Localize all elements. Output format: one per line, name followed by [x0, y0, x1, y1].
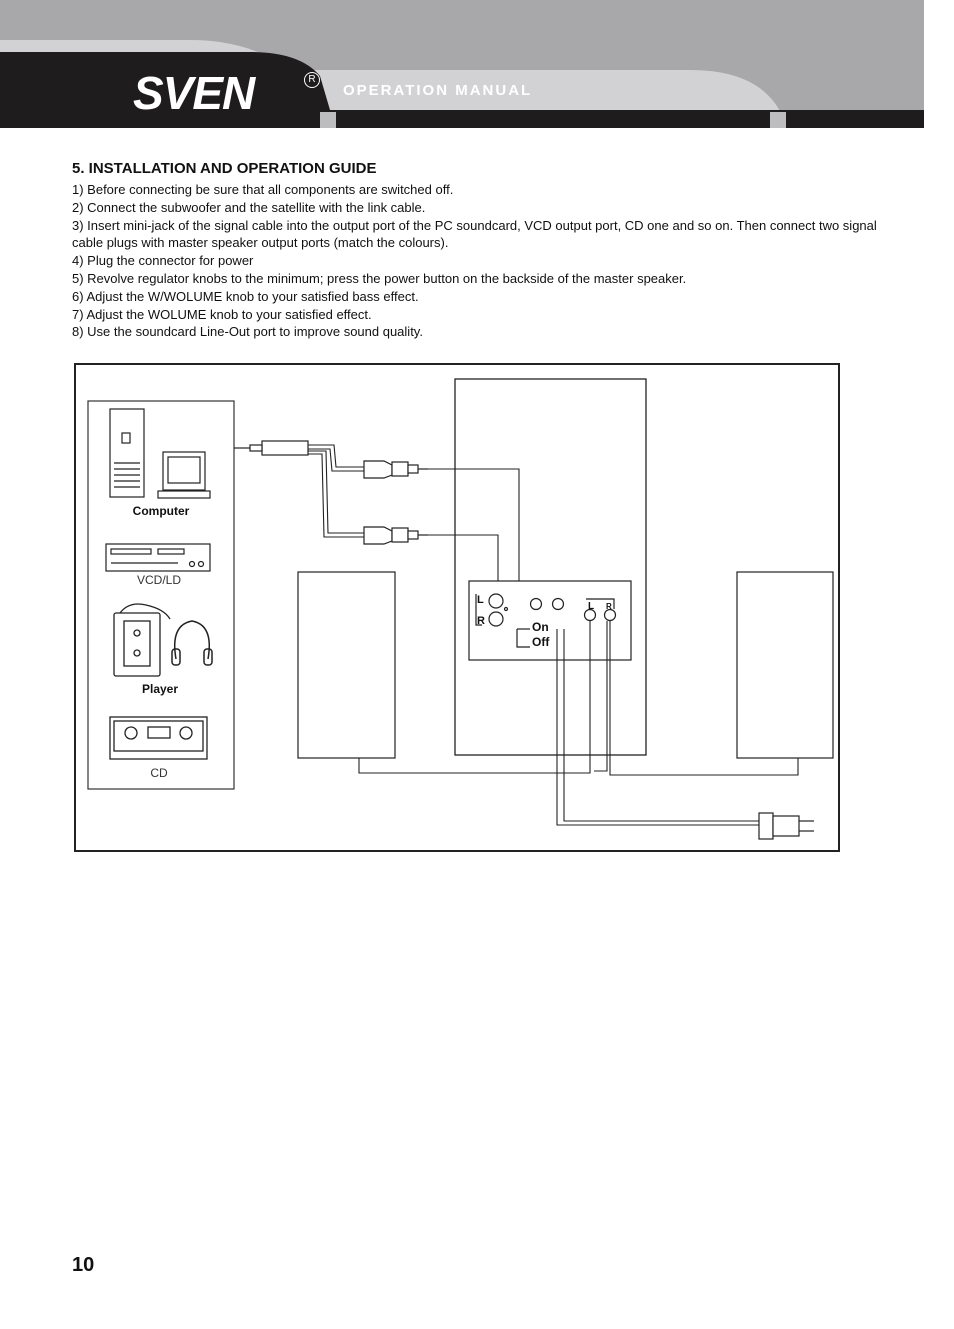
- header-banner: [0, 0, 924, 128]
- step-item: 1) Before connecting be sure that all co…: [72, 182, 454, 197]
- header-tab-notch-right: [770, 112, 786, 128]
- mini-jack-plug: [234, 440, 309, 456]
- left-satellite: [297, 571, 396, 759]
- step-item: 6) Adjust the W/WOLUME knob to your sati…: [72, 288, 419, 304]
- power-switch: [516, 628, 530, 648]
- step-item: 2) Connect the subwoofer and the satelli…: [72, 199, 426, 215]
- power-plug-icon: [758, 812, 814, 840]
- subwoofer-cabinet: [454, 378, 647, 756]
- step-item: 4) Plug the connector for power: [72, 253, 254, 269]
- step-item: 8) Use the soundcard Line-Out port to im…: [72, 324, 423, 340]
- installation-section: 5. INSTALLATION AND OPERATION GUIDE 1) B…: [72, 160, 892, 341]
- cassette-player-icon: [113, 603, 171, 677]
- rca-plug-bottom: [363, 526, 428, 545]
- section-title: 5. INSTALLATION AND OPERATION GUIDE: [72, 160, 377, 177]
- page-number: 10: [72, 1254, 95, 1276]
- computer-label: Computer: [133, 504, 190, 518]
- right-satellite: [736, 571, 834, 759]
- brand-logo: SVEN: [133, 67, 255, 119]
- output-jacks: [583, 598, 617, 622]
- input-right-label: R: [477, 615, 485, 627]
- computer-icon: [109, 408, 211, 499]
- output-right-label: R: [606, 602, 612, 611]
- volume-knobs: [529, 597, 565, 611]
- registered-mark: R: [304, 72, 320, 88]
- rca-to-input-wires: [428, 468, 520, 599]
- header-title: OPERATION MANUAL: [343, 82, 533, 99]
- page-header: SVEN R OPERATION MANUAL: [0, 0, 954, 135]
- step-item: 7) Adjust the WOLUME knob to your satisf…: [72, 306, 372, 322]
- sources-panel: [87, 400, 235, 790]
- switch-off-label: Off: [532, 635, 550, 649]
- header-tab-notch: [320, 112, 336, 128]
- connection-diagram: Computer VCD/LD Player CD: [74, 363, 840, 852]
- cd-player-icon: [109, 716, 208, 760]
- diagram-frame: [74, 363, 840, 852]
- signal-cable: [308, 444, 364, 538]
- headphones-icon: [171, 620, 213, 666]
- output-left-label: L: [588, 601, 594, 612]
- input-left-label: L: [477, 594, 484, 606]
- power-cord: [556, 629, 759, 826]
- cd-label: CD: [150, 766, 168, 780]
- vcd-player-icon: [105, 543, 211, 572]
- header-dark-band: [0, 52, 924, 128]
- step-item: 3) Insert mini-jack of the signal cable …: [72, 217, 877, 251]
- switch-on-label: On: [532, 620, 549, 634]
- rca-plug-top: [363, 460, 428, 479]
- step-item: 5) Revolve regulator knobs to the minimu…: [72, 270, 687, 286]
- vcd-label: VCD/LD: [137, 573, 181, 587]
- input-jacks: [475, 593, 509, 627]
- steps-list: 1) Before connecting be sure that all co…: [72, 181, 892, 341]
- player-label: Player: [142, 682, 178, 696]
- speaker-wires: [358, 621, 799, 776]
